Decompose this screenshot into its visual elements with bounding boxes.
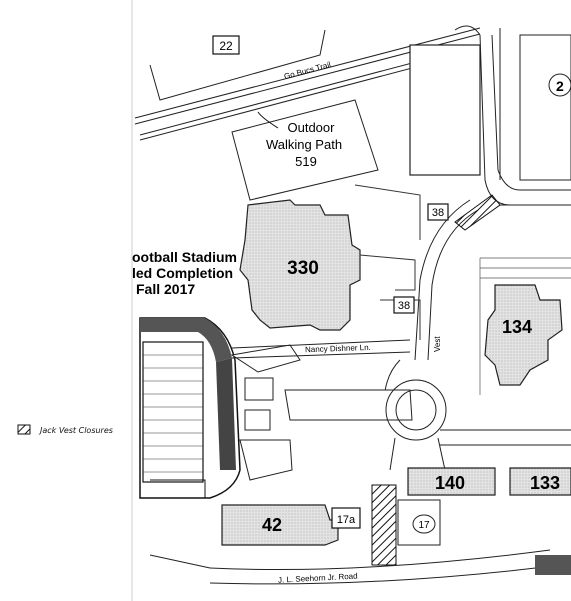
building-42-label: 42 — [262, 515, 282, 535]
seehorn-road-label: J. L. Seehorn Jr. Road — [278, 572, 358, 585]
building-17-label: 17 — [418, 520, 430, 531]
building-38-south-box — [393, 296, 415, 314]
seehorn-road — [149, 549, 561, 585]
building-2-label: 2 — [556, 78, 564, 94]
building-17a-label: 17a — [337, 514, 356, 526]
building-330 — [239, 199, 361, 331]
nancy-dishner-lane — [231, 339, 411, 359]
building-17a-box — [331, 507, 361, 529]
nancy-dishner-lane-label: Nancy Dishner Ln. — [305, 343, 371, 354]
stadium-label-line3: Fall 2017 — [136, 281, 195, 297]
closure-hatch-south — [371, 484, 397, 566]
building-330-surrounds — [354, 184, 421, 340]
walking-path-label-line2: Walking Path — [266, 137, 342, 152]
walking-path-pointer — [257, 111, 279, 129]
stadium-annex-buildings — [230, 344, 413, 481]
building-134 — [484, 284, 563, 386]
building-42 — [221, 504, 339, 546]
field-rect — [409, 44, 481, 176]
building-38-south-label: 38 — [398, 300, 410, 312]
building-22-box — [212, 35, 240, 55]
building-330-label: 330 — [287, 258, 319, 279]
football-stadium — [139, 317, 241, 499]
legend-hatch-swatch — [17, 424, 31, 435]
walking-path-area — [231, 99, 379, 201]
building-140 — [407, 467, 496, 496]
legend-label: Jack Vest Closures — [38, 426, 113, 435]
legend: Jack Vest Closures — [17, 424, 113, 435]
stadium-label-line1: ootball Stadium — [132, 249, 237, 265]
roundabout — [385, 379, 571, 471]
building-38-north-box — [427, 203, 449, 221]
building-134-label: 134 — [502, 317, 532, 337]
building-22-label: 22 — [219, 39, 233, 53]
building-133-label: 133 — [530, 473, 560, 493]
building-38-north-label: 38 — [432, 207, 444, 219]
roads-right — [383, 28, 571, 421]
walking-path-label-line1: Outdoor — [288, 120, 336, 135]
stadium-label-line2: led Completion — [132, 265, 233, 281]
building-2-block — [519, 34, 571, 181]
dark-block — [535, 555, 571, 575]
vest-road-label: Vest — [433, 336, 442, 352]
walking-path-label-line3: 519 — [295, 154, 317, 169]
building-133 — [509, 467, 571, 496]
parking-grid-east — [479, 257, 571, 395]
building-2-circle — [548, 73, 571, 97]
building-17-circle — [412, 514, 436, 534]
closure-hatch-north — [454, 194, 501, 231]
building-140-label: 140 — [435, 473, 465, 493]
